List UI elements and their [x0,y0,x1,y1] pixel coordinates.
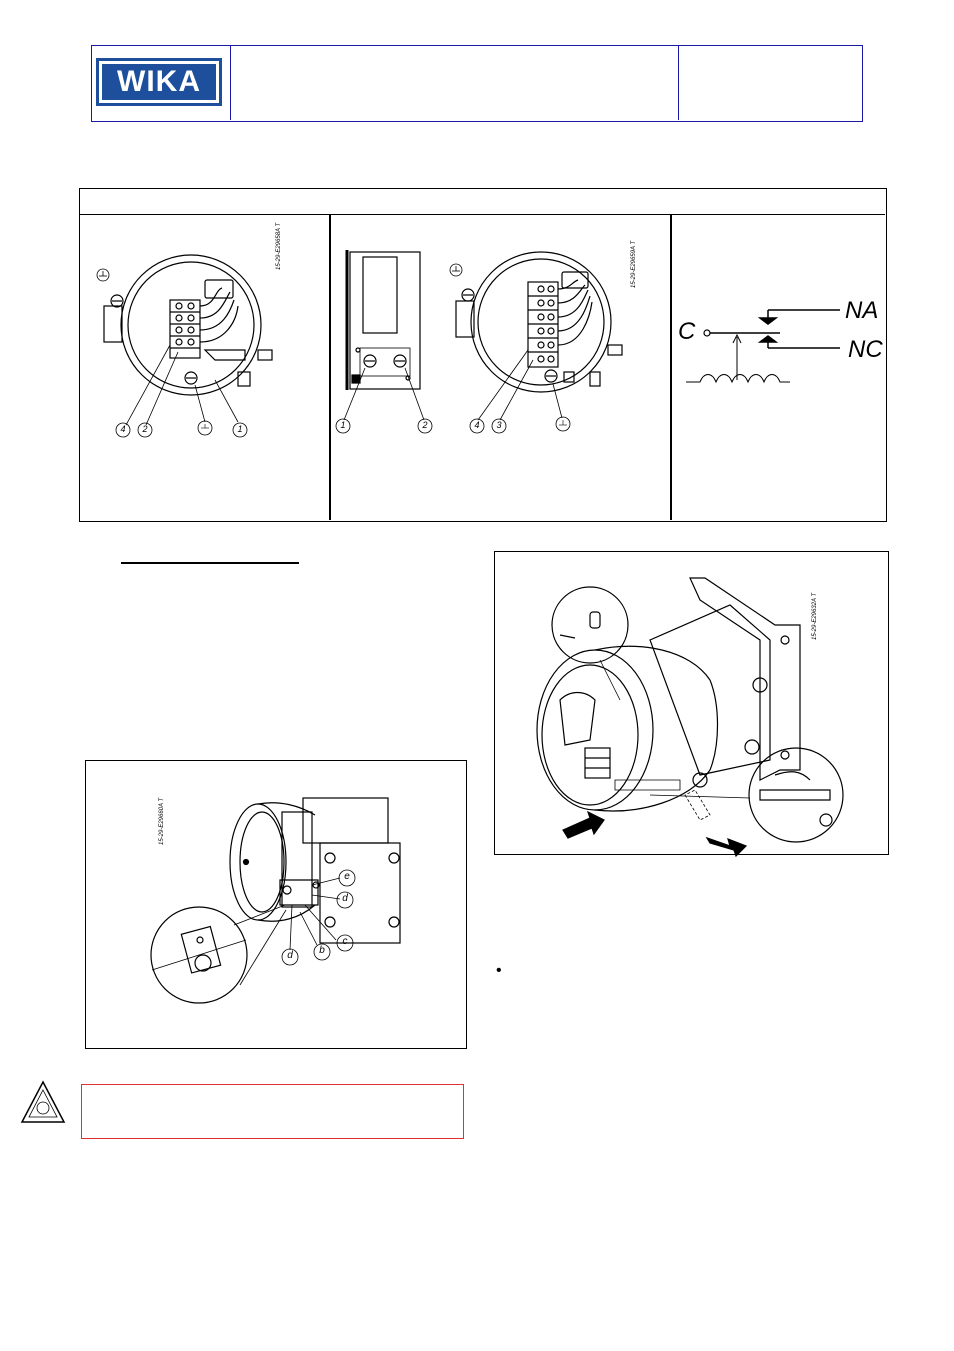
callout-gauge-d2: d [287,950,293,961]
label-normally-open: NA [845,297,879,324]
ex-notice-box [81,1084,464,1139]
header-doc-ref [680,46,862,120]
callout-col1-4: 4 [120,424,126,434]
callout-col1-1: 1 [237,424,243,434]
header-title [232,46,679,120]
callout-gauge-b: b [319,945,325,956]
section-heading [121,545,299,561]
figure-gauge-rear [85,760,467,1049]
label-normally-closed: NC [848,336,883,363]
callout-col2-3: 3 [496,420,502,430]
wika-logo-text: WIKA [117,65,201,98]
label-common: C [678,318,696,345]
callout-gauge-d1: d [342,893,348,904]
table-heading [80,189,885,215]
wika-logo-inner: WIKA [102,64,216,100]
callout-gauge-c: c [342,936,348,947]
figure-housing-removal [494,551,889,855]
callout-gauge-e: e [344,871,350,882]
drawing-code-housing: 15-29-E29632A T [812,592,818,640]
callout-col1-2: 2 [142,424,148,434]
header: WIKA [91,45,863,122]
callout-col2-1: 1 [340,420,346,430]
callout-col2-2: 2 [422,420,428,430]
section-heading-underline [121,562,299,564]
table-divider-2 [670,214,672,520]
drawing-code-col1: 15-29-E29658A T [276,222,282,270]
table-divider-1 [329,214,331,520]
callout-col2-4: 4 [474,420,480,430]
logo-cell: WIKA [92,46,231,120]
bullet-list-item: • [496,963,886,983]
drawing-code-gauge: 15-29-E29660A T [159,797,165,845]
bullet-dot: • [496,962,502,979]
wiring-table [79,188,887,522]
wika-logo: WIKA [96,58,222,106]
drawing-code-col2: 15-29-E29659A T [631,240,637,288]
